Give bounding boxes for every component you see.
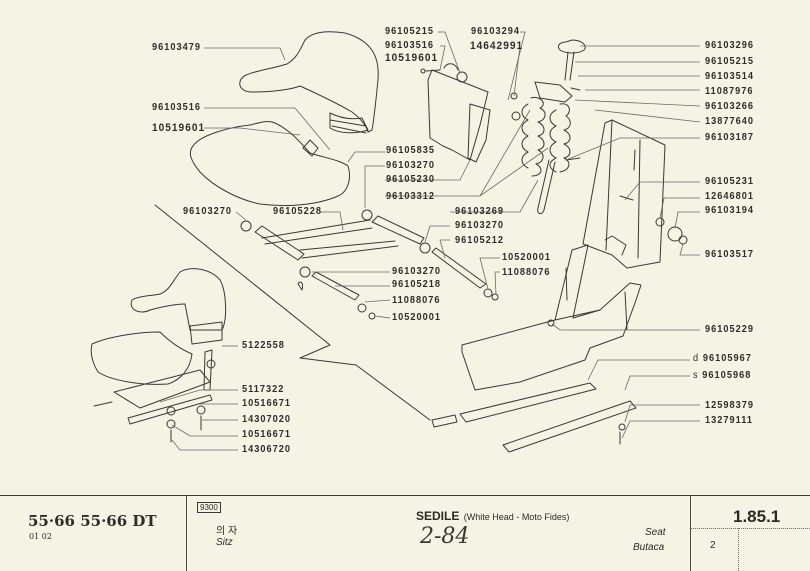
part-label-96105215: 96105215 [385,26,435,37]
part-label-96105228: 96105228 [273,206,323,217]
page-reference: 1.85.1 [733,507,781,526]
part-label-10519601: 10519601 [152,122,206,134]
part-label-14642991: 14642991 [470,40,524,52]
part-number: 96105968 [702,370,752,381]
backrest-frame-drawing [582,119,688,269]
part-label-96103187: 96103187 [705,132,755,143]
part-label-10520001: 10520001 [392,312,442,323]
backrest-cushion-drawing [239,31,379,134]
model-codes: 01 02 [29,532,52,541]
part-label-96105212: 96105212 [455,235,505,246]
group-code-box: 9300 [197,502,221,513]
part-label-96103312: 96103312 [386,191,436,202]
springs-drawing [521,39,586,215]
divider [690,496,691,571]
seat-base-drawing [461,244,642,391]
side-prefix-d: d [693,353,700,364]
part-label-96103194: 96103194 [705,205,755,216]
part-label-10516671: 10516671 [242,429,292,440]
leader-lines [159,31,701,451]
part-label-10519601: 10519601 [385,52,439,64]
divider [691,528,810,529]
part-label-96103479: 96103479 [152,42,202,53]
part-label-96103516: 96103516 [385,40,435,51]
part-label-14307020: 14307020 [242,414,292,425]
model-numbers: 55·66 55·66 DT [28,512,157,530]
part-label-96105231: 96105231 [705,176,755,187]
part-label-5122558: 5122558 [242,340,285,351]
english-name: Seat [645,527,666,538]
part-label-14306720: 14306720 [242,444,292,455]
part-label-96103296: 96103296 [705,40,755,51]
handwritten-note: 2-84 [420,524,470,549]
sheet-number: 2 [710,540,716,551]
side-prefix-s: s [693,370,699,381]
part-label-11087976: 11087976 [705,86,754,97]
part-label-96103516: 96103516 [152,102,202,113]
exploded-diagram [90,31,701,453]
part-label-96103270: 96103270 [455,220,505,231]
part-label-96103514: 96103514 [705,71,755,82]
part-label-96103266: 96103266 [705,101,755,112]
part-label-12598379: 12598379 [705,400,755,411]
part-label-96103269: 96103269 [455,206,505,217]
part-label-96103517: 96103517 [705,249,755,260]
part-label-13279111: 13279111 [705,415,754,426]
part-label-10516671: 10516671 [242,398,292,409]
part-label-96103270: 96103270 [386,160,436,171]
part-number: 96105967 [702,353,752,364]
back-bracket-drawing [420,63,521,163]
part-label-96105229: 96105229 [705,324,755,335]
part-label-96103270: 96103270 [183,206,233,217]
page-title: SEDILE (White Head - Moto Fides) [416,507,569,525]
linkage-bars-drawing [240,209,499,320]
part-label-10520001: 10520001 [502,252,552,263]
complete-seat-thumbnail-drawing [90,268,227,443]
seat-cushion-drawing [189,121,351,207]
title-main: SEDILE [416,509,460,523]
part-label-96105215: 96105215 [705,56,755,67]
title-block: 55·66 55·66 DT 01 02 9300 의 자 Sitz SEDIL… [0,495,810,571]
divider [738,528,739,571]
part-label-96105230: 96105230 [386,174,436,185]
rails-drawing [431,382,637,453]
title-subtitle: (White Head - Moto Fides) [463,512,570,522]
part-label-96103270: 96103270 [392,266,442,277]
part-label-96105835: 96105835 [386,145,436,156]
part-label-11088076: 11088076 [502,267,551,278]
part-label-5117322: 5117322 [242,384,285,395]
part-label-96103294: 96103294 [471,26,521,37]
divider [186,496,187,571]
assembly-connector-line [154,204,431,421]
part-label-96105218: 96105218 [392,279,442,290]
spanish-name: Butaca [633,542,665,553]
german-name: Sitz [216,537,233,548]
part-label-11088076: 11088076 [392,295,441,306]
part-label-13877640: 13877640 [705,116,755,127]
korean-name: 의 자 [216,526,238,537]
part-label-12646801: 12646801 [705,191,755,202]
